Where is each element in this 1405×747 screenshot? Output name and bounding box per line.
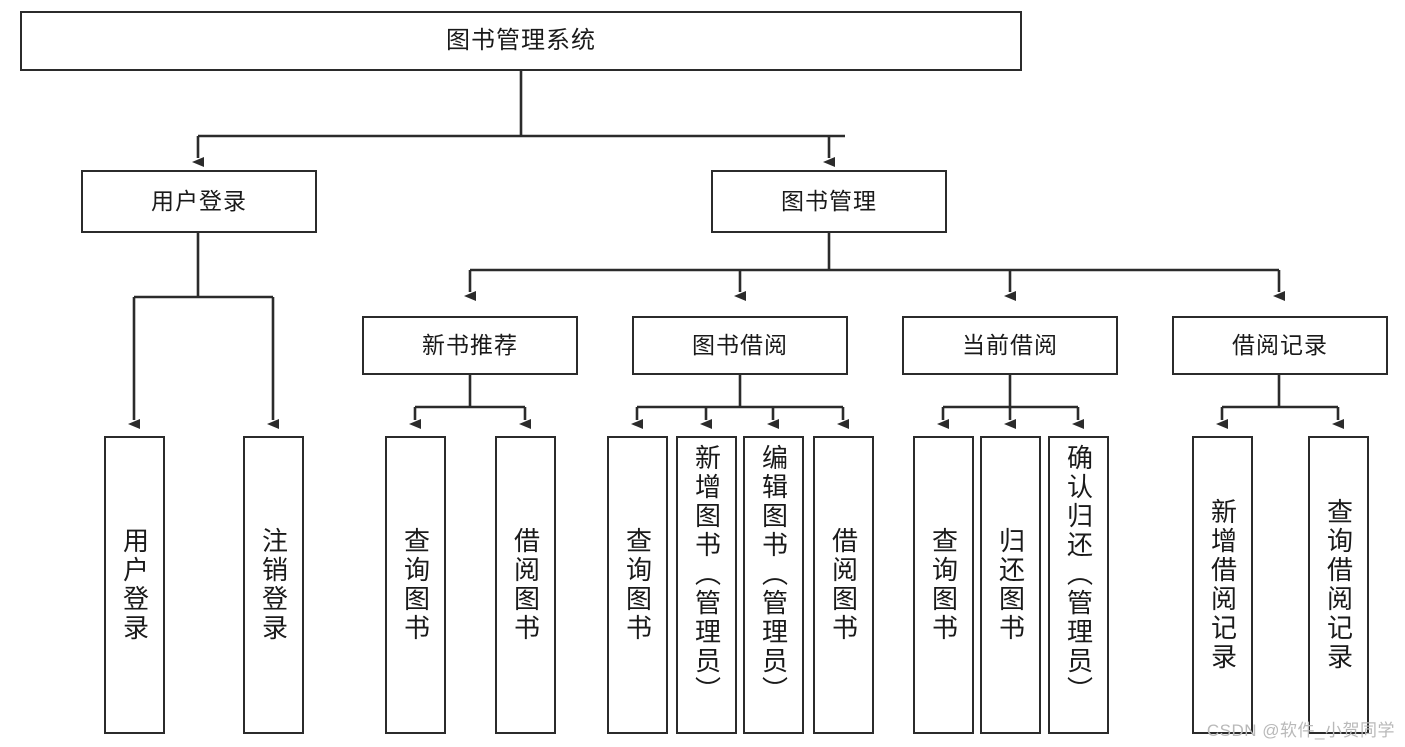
node-new-book-recommend[interactable]: 新书推荐 [362, 316, 578, 375]
node-label: 注销登录 [258, 527, 289, 643]
leaf-add-borrow-record[interactable]: 新增借阅记录 [1192, 436, 1253, 734]
leaf-query-book-borrow[interactable]: 查询图书 [607, 436, 668, 734]
node-label: 借阅图书 [828, 527, 859, 643]
watermark: CSDN @软件_小贺同学 [1206, 721, 1395, 740]
node-label: 确认归还（管理员） [1063, 444, 1094, 705]
node-label: 用户登录 [119, 527, 150, 643]
leaf-borrow-book[interactable]: 借阅图书 [813, 436, 874, 734]
leaf-logout-login[interactable]: 注销登录 [243, 436, 304, 734]
node-label: 图书管理 [781, 187, 877, 214]
node-label: 新增图书（管理员） [691, 444, 722, 705]
node-label: 借阅图书 [510, 527, 541, 643]
node-label: 查询图书 [400, 527, 431, 643]
leaf-query-book-recommend[interactable]: 查询图书 [385, 436, 446, 734]
leaf-return-book[interactable]: 归还图书 [980, 436, 1041, 734]
leaf-add-book-admin[interactable]: 新增图书（管理员） [676, 436, 737, 734]
node-label: 编辑图书（管理员） [758, 444, 789, 705]
leaf-confirm-return-admin[interactable]: 确认归还（管理员） [1048, 436, 1109, 734]
node-label: 查询图书 [928, 527, 959, 643]
node-label: 查询图书 [622, 527, 653, 643]
leaf-user-login[interactable]: 用户登录 [104, 436, 165, 734]
node-label: 当前借阅 [962, 331, 1058, 358]
leaf-edit-book-admin[interactable]: 编辑图书（管理员） [743, 436, 804, 734]
node-label: 图书借阅 [692, 331, 788, 358]
node-label: 查询借阅记录 [1323, 498, 1354, 672]
node-user-login[interactable]: 用户登录 [81, 170, 317, 233]
node-label: 借阅记录 [1232, 331, 1328, 358]
node-book-borrow[interactable]: 图书借阅 [632, 316, 848, 375]
leaf-query-borrow-record[interactable]: 查询借阅记录 [1308, 436, 1369, 734]
node-borrow-record[interactable]: 借阅记录 [1172, 316, 1388, 375]
node-label: 新书推荐 [422, 331, 518, 358]
node-book-management-system[interactable]: 图书管理系统 [20, 11, 1022, 71]
node-label: 归还图书 [995, 527, 1026, 643]
node-label: 用户登录 [151, 187, 247, 214]
leaf-borrow-book-recommend[interactable]: 借阅图书 [495, 436, 556, 734]
node-current-borrow[interactable]: 当前借阅 [902, 316, 1118, 375]
node-book-manage[interactable]: 图书管理 [711, 170, 947, 233]
leaf-query-book-current[interactable]: 查询图书 [913, 436, 974, 734]
node-label: 图书管理系统 [446, 26, 596, 54]
node-label: 新增借阅记录 [1207, 498, 1238, 672]
